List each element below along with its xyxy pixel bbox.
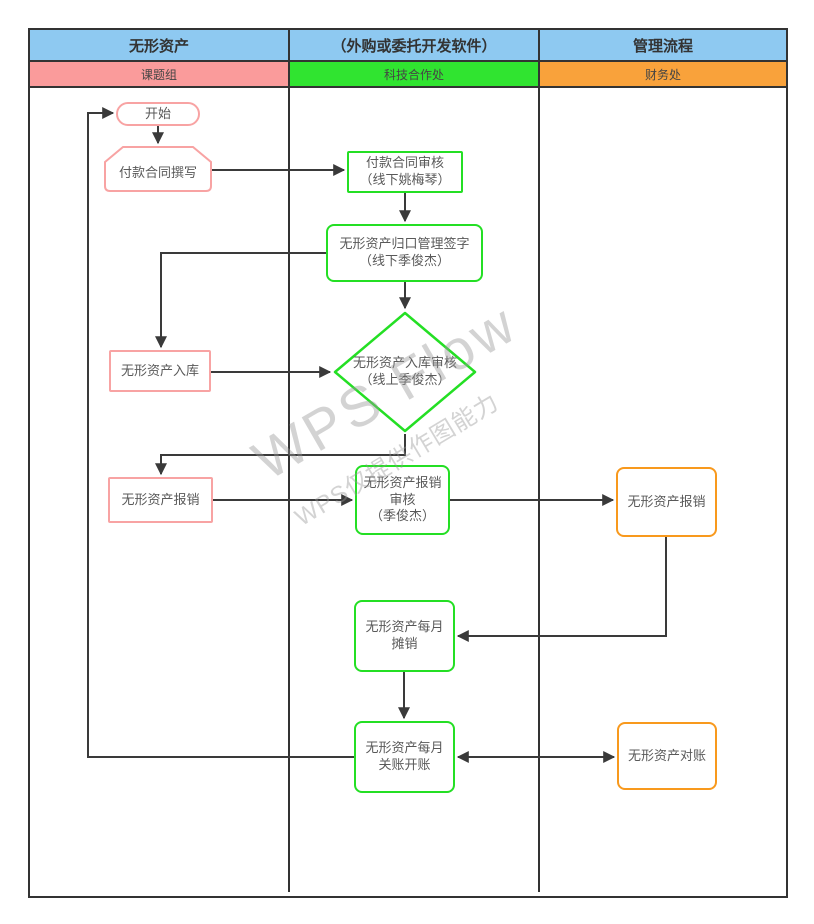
node-reimburse-review-line2: 审核 [389,491,416,507]
node-reimburse-label: 无形资产报销 [121,491,200,507]
node-amortize-line2: 摊销 [391,636,418,651]
node-reimburse-review[interactable]: 无形资产报销 审核 （季俊杰） [355,465,450,535]
node-storage-review-line1: 无形资产入库审核 [352,355,457,371]
decision-diamond-shape [333,311,477,433]
node-reimburse[interactable]: 无形资产报销 [108,477,213,523]
node-contract-review[interactable]: 付款合同审核 （线下姚梅琴） [347,151,463,193]
node-monthly-closing[interactable]: 无形资产每月 关账开账 [354,721,455,793]
node-start-label: 开始 [144,105,171,121]
node-storage-review-line2: （线上季俊杰） [359,372,451,387]
lane-title-intangible-assets: 无形资产 [30,30,290,62]
lane-title-management-process: 管理流程 [540,30,786,62]
lane-dept-row: 课题组 科技合作处 财务处 [30,62,786,88]
lane-title-software-note: （外购或委托开发软件） [290,30,540,62]
node-storage-label: 无形资产入库 [120,362,199,378]
node-monthly-closing-line1: 无形资产每月 [365,740,444,756]
lane-body-tech-cooperation [290,88,540,892]
node-sign-off[interactable]: 无形资产归口管理签字 （线下季俊杰） [326,224,483,282]
node-monthly-closing-line2: 关账开账 [378,757,431,772]
node-reconcile-label: 无形资产对账 [627,747,706,763]
node-amortize-line1: 无形资产每月 [365,619,444,635]
node-reimburse-review-line1: 无形资产报销 [363,474,442,490]
node-sign-off-line1: 无形资产归口管理签字 [339,236,470,252]
node-start[interactable]: 开始 [116,102,200,126]
node-storage[interactable]: 无形资产入库 [109,350,211,392]
node-amortize[interactable]: 无形资产每月 摊销 [354,600,455,672]
node-reimburse-finance[interactable]: 无形资产报销 [616,467,717,537]
node-reconcile[interactable]: 无形资产对账 [617,722,717,790]
node-reimburse-finance-label: 无形资产报销 [627,493,706,509]
node-contract-write[interactable]: 付款合同撰写 [104,146,212,192]
node-contract-review-line1: 付款合同审核 [365,155,444,171]
dept-finance-office: 财务处 [540,62,786,88]
node-reimburse-review-line3: （季俊杰） [369,508,435,524]
dept-research-group: 课题组 [30,62,290,88]
lane-title-row: 无形资产 （外购或委托开发软件） 管理流程 [30,30,786,62]
node-contract-review-line2: （线下姚梅琴） [359,172,451,187]
node-sign-off-line2: （线下季俊杰） [358,253,450,268]
node-contract-write-label: 付款合同撰写 [118,164,197,180]
node-storage-review-decision[interactable]: 无形资产入库审核 （线上季俊杰） [333,311,477,433]
dept-tech-cooperation-office: 科技合作处 [290,62,540,88]
